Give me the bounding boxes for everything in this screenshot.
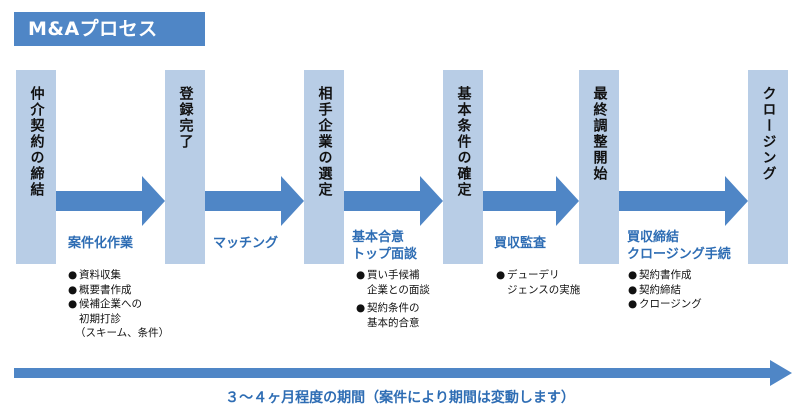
step-arrow-icon [344, 176, 443, 226]
list-item: 初期打診 [79, 312, 121, 325]
list-item: ●候補企業への [68, 298, 142, 310]
step-label-matching: マッチング [213, 236, 279, 251]
bullet-list-basic-agreement: ●買い手候補 企業との面談 ●契約条件の 基本的合意 [356, 268, 430, 330]
stage-label: 最終調整開始 [591, 86, 608, 182]
list-item: ●概要書作成 [68, 283, 132, 296]
process-title: M&Aプロセス [14, 12, 205, 46]
list-item: ●資料収集 [68, 269, 121, 281]
stage-final-adjustment: 最終調整開始 [579, 70, 619, 264]
timeline-label: ３～４ヶ月程度の期間（案件により期間は変動します） [225, 390, 575, 406]
list-item: 企業との面談 [367, 283, 430, 296]
step-label-due-diligence: 買収監査 [494, 236, 547, 251]
list-item: ジェンスの実施 [507, 283, 581, 296]
list-item: ●デューデリ [496, 269, 560, 281]
list-item: ●クロージング [628, 298, 702, 310]
step-label-closing-procedure: 買収締結 クロージング手続 [627, 230, 731, 262]
timeline-arrow-icon [14, 360, 792, 386]
stage-label: 登録完了 [177, 86, 194, 150]
stage-label: クロージング [760, 86, 777, 182]
step-arrow-icon [483, 176, 579, 226]
list-item: ●契約締結 [628, 283, 681, 296]
list-item: ●買い手候補 [356, 269, 420, 281]
stage-label: 基本条件の確定 [455, 86, 472, 198]
stage-contract: 仲介契約の締結 [16, 70, 56, 264]
stage-closing: クロージング [748, 70, 788, 264]
list-item: （スキーム、条件） [75, 327, 170, 339]
stage-label: 仲介契約の締結 [28, 86, 45, 198]
list-item: ●契約条件の [356, 302, 420, 314]
stage-partner-selection: 相手企業の選定 [304, 70, 344, 264]
stage-basic-terms: 基本条件の確定 [443, 70, 483, 264]
stage-registration: 登録完了 [165, 70, 205, 264]
bullet-list-closing-procedure: ●契約書作成 ●契約締結 ●クロージング [628, 268, 702, 312]
step-label-case-prep: 案件化作業 [68, 236, 134, 251]
step-label-basic-agreement: 基本合意 トップ面談 [352, 230, 418, 262]
bullet-list-due-diligence: ●デューデリ ジェンスの実施 [496, 268, 580, 297]
bullet-list-case-prep: ●資料収集 ●概要書作成 ●候補企業への 初期打診 （スキーム、条件） [68, 268, 169, 341]
step-arrow-icon [205, 176, 304, 226]
stage-label: 相手企業の選定 [316, 86, 333, 198]
list-item: 基本的合意 [367, 316, 420, 329]
list-item: ●契約書作成 [628, 269, 692, 281]
step-arrow-icon [619, 176, 748, 226]
step-arrow-icon [56, 176, 165, 226]
